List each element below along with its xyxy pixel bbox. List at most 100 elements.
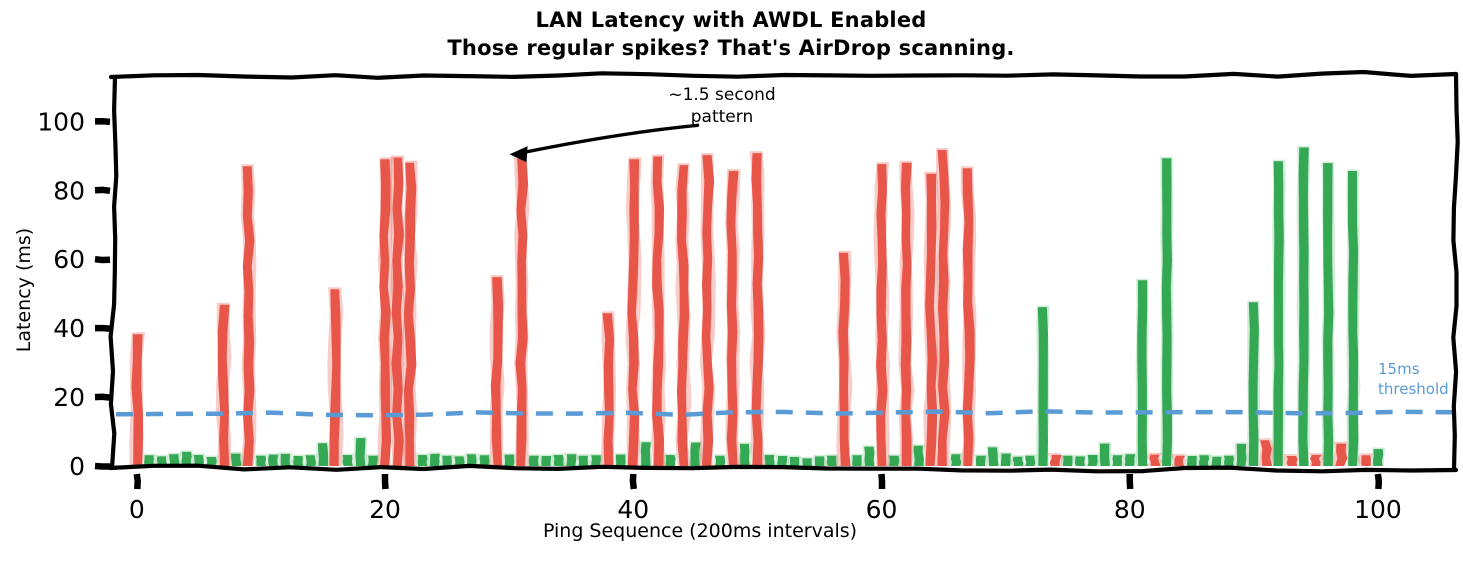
x-axis-ticks bbox=[133, 473, 1383, 490]
y-tick bbox=[94, 462, 110, 470]
normal-bar bbox=[826, 455, 837, 466]
spike-bar bbox=[876, 164, 888, 466]
normal-bar bbox=[715, 455, 726, 466]
normal-bar bbox=[318, 443, 329, 466]
normal-bar bbox=[355, 438, 366, 466]
spike-bar bbox=[751, 153, 764, 466]
normal-bar bbox=[255, 455, 266, 466]
normal-bar bbox=[852, 455, 862, 466]
normal-bar bbox=[181, 451, 192, 466]
y-tick-label: 60 bbox=[53, 245, 85, 274]
normal-bar bbox=[466, 454, 477, 466]
annotation-text-line1: ~1.5 second bbox=[668, 85, 775, 105]
spike-bar bbox=[379, 159, 392, 467]
y-tick bbox=[94, 186, 111, 195]
normal-bar bbox=[975, 455, 986, 466]
x-tick bbox=[629, 473, 638, 490]
normal-bar bbox=[1323, 163, 1334, 466]
x-tick-label: 100 bbox=[1354, 495, 1402, 524]
normal-bar bbox=[1012, 456, 1024, 466]
normal-bar bbox=[1273, 161, 1284, 467]
spike-bar bbox=[900, 162, 912, 466]
x-tick-label: 20 bbox=[369, 495, 401, 524]
y-tick bbox=[94, 118, 111, 126]
spike-bar bbox=[1260, 440, 1273, 466]
spike-bar bbox=[1174, 455, 1186, 466]
spike-bar bbox=[217, 304, 230, 466]
spike-bar bbox=[490, 277, 503, 466]
spike-bar bbox=[962, 168, 975, 466]
normal-bar bbox=[1373, 449, 1384, 466]
normal-bar bbox=[429, 453, 440, 466]
x-axis-spine bbox=[107, 463, 1459, 474]
normal-bar bbox=[1248, 302, 1259, 466]
spike-bar bbox=[701, 155, 715, 466]
y-axis-spine bbox=[108, 74, 119, 471]
normal-bar bbox=[1112, 455, 1123, 466]
x-tick bbox=[1374, 473, 1383, 490]
spike-bar bbox=[937, 150, 950, 466]
normal-bar bbox=[367, 455, 378, 466]
x-tick bbox=[381, 474, 389, 490]
normal-bar bbox=[144, 455, 154, 466]
spike-bar bbox=[1049, 455, 1062, 466]
normal-bar bbox=[988, 447, 999, 466]
x-tick-label: 60 bbox=[866, 495, 898, 524]
normal-bar bbox=[553, 455, 564, 466]
normal-bar bbox=[479, 455, 490, 466]
normal-bar bbox=[169, 454, 180, 466]
spike-bar bbox=[1361, 455, 1371, 466]
normal-bar bbox=[665, 455, 676, 466]
normal-bar bbox=[268, 454, 279, 466]
normal-ping-bars bbox=[142, 146, 1385, 467]
normal-bar bbox=[889, 455, 900, 466]
normal-bar bbox=[615, 454, 626, 466]
spike-bar bbox=[726, 171, 739, 466]
normal-bar bbox=[566, 454, 577, 466]
normal-bar bbox=[454, 456, 465, 466]
spike-bar bbox=[1335, 443, 1348, 466]
normal-bar bbox=[1063, 455, 1073, 466]
normal-bar bbox=[193, 455, 204, 466]
chart-title: LAN Latency with AWDL Enabled bbox=[535, 8, 926, 32]
normal-bar bbox=[442, 455, 452, 466]
spike-bar bbox=[925, 173, 938, 466]
spike-bar bbox=[391, 157, 404, 466]
normal-bar bbox=[764, 455, 775, 466]
normal-bar bbox=[1087, 455, 1098, 466]
normal-bar bbox=[1037, 307, 1048, 466]
normal-bar bbox=[1223, 455, 1234, 466]
normal-bar bbox=[814, 456, 825, 466]
y-tick bbox=[95, 324, 111, 332]
normal-bar bbox=[777, 456, 788, 466]
x-tick-label: 40 bbox=[617, 495, 649, 524]
top-spine bbox=[108, 69, 1459, 80]
spike-bars bbox=[129, 148, 1375, 467]
normal-bar bbox=[1124, 454, 1136, 466]
annotation-arrow bbox=[517, 123, 700, 155]
normal-bar bbox=[1236, 443, 1247, 466]
normal-bar bbox=[739, 443, 750, 466]
normal-bar bbox=[528, 455, 539, 466]
spike-bar bbox=[131, 334, 144, 466]
normal-bar bbox=[342, 455, 353, 466]
x-tick-label: 80 bbox=[1114, 495, 1146, 524]
spike-bar bbox=[1309, 455, 1322, 466]
normal-bar bbox=[1187, 456, 1197, 466]
spike-bar bbox=[329, 289, 341, 466]
spike-bar bbox=[676, 165, 690, 466]
spike-bar bbox=[403, 162, 417, 466]
normal-bar bbox=[417, 455, 428, 466]
y-tick-label: 80 bbox=[53, 176, 85, 205]
normal-bar bbox=[802, 458, 813, 466]
normal-bar bbox=[578, 455, 588, 466]
threshold-line bbox=[115, 409, 1453, 418]
normal-bar bbox=[950, 454, 962, 466]
threshold-label-line2: threshold bbox=[1378, 380, 1449, 398]
x-tick bbox=[133, 473, 141, 490]
normal-bar bbox=[1211, 456, 1222, 466]
spike-bar bbox=[515, 158, 529, 466]
